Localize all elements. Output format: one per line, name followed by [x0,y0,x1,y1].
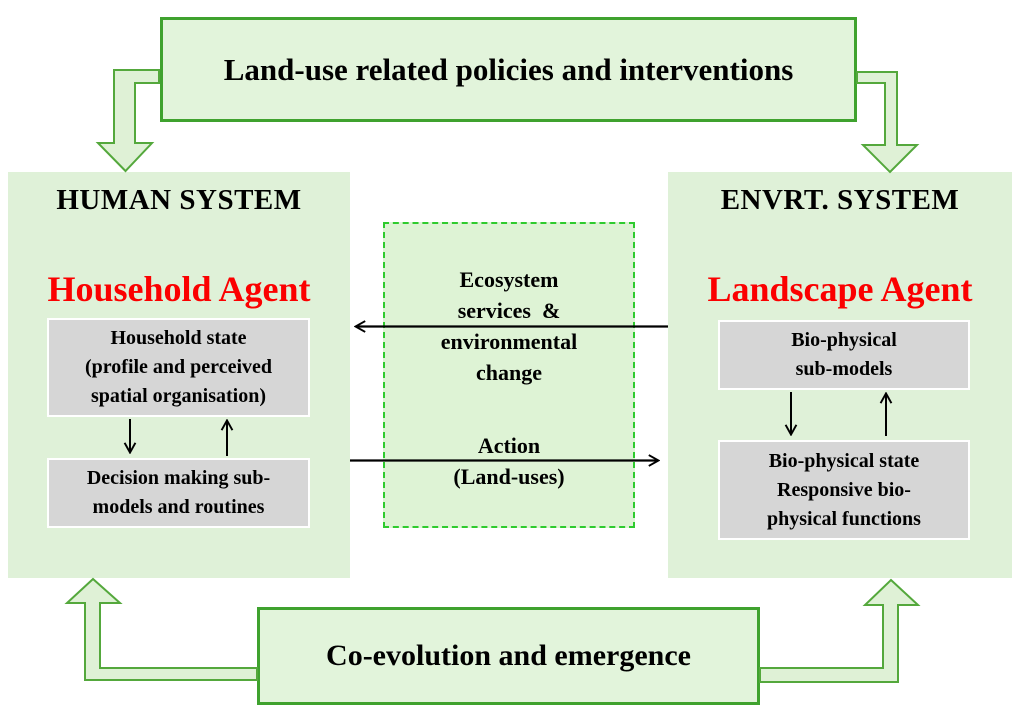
text-line: (profile and perceived [84,356,273,378]
human-system-panel: HUMAN SYSTEM Household Agent Household s… [8,172,350,578]
bio-physical-submodels-box: Bio-physical sub-models [718,320,970,390]
decision-models-box: Decision making sub- models and routines [47,458,310,528]
coevolution-arrow-to-human [64,577,258,681]
policy-arrow-to-human [95,69,160,173]
policy-arrow-to-envrt [856,71,920,174]
household-agent-title: Household Agent [47,269,311,309]
ecosystem-flow-label: Ecosystem services & environmental chang… [385,264,633,388]
top-banner-label: Land-use related policies and interventi… [223,51,794,87]
top-banner: Land-use related policies and interventi… [160,17,857,122]
bottom-banner-label: Co-evolution and emergence [326,639,691,672]
action-flow-label: Action (Land-uses) [385,430,633,492]
landscape-agent-title: Landscape Agent [707,269,973,309]
household-state-box: Household state (profile and perceived s… [47,318,310,417]
envrt-system-title: ENVRT. SYSTEM [720,184,960,216]
text-line: Household state [110,327,247,349]
exchange-zone: Ecosystem services & environmental chang… [383,222,635,528]
text-line: change [476,360,542,385]
bottom-banner: Co-evolution and emergence [257,607,760,705]
coevolution-arrow-to-envrt [759,578,921,683]
text-line: Ecosystem [459,267,559,292]
text-line: Action [477,433,541,458]
text-line: models and routines [92,496,265,518]
text-line: environmental [440,329,578,354]
text-line: Bio-physical [791,329,897,351]
envrt-system-panel: ENVRT. SYSTEM Landscape Agent Bio-physic… [668,172,1012,578]
text-line: Decision making sub- [86,467,271,489]
text-line: Responsive bio- [777,478,911,501]
text-line: Bio-physical state [768,449,920,472]
text-line: services & [457,298,561,323]
human-system-title: HUMAN SYSTEM [56,184,302,216]
text-line: (Land-uses) [453,464,565,489]
bio-physical-state-box: Bio-physical state Responsive bio- physi… [718,440,970,540]
text-line: physical functions [767,507,921,530]
text-line: sub-models [795,358,893,380]
text-line: spatial organisation) [90,385,267,407]
